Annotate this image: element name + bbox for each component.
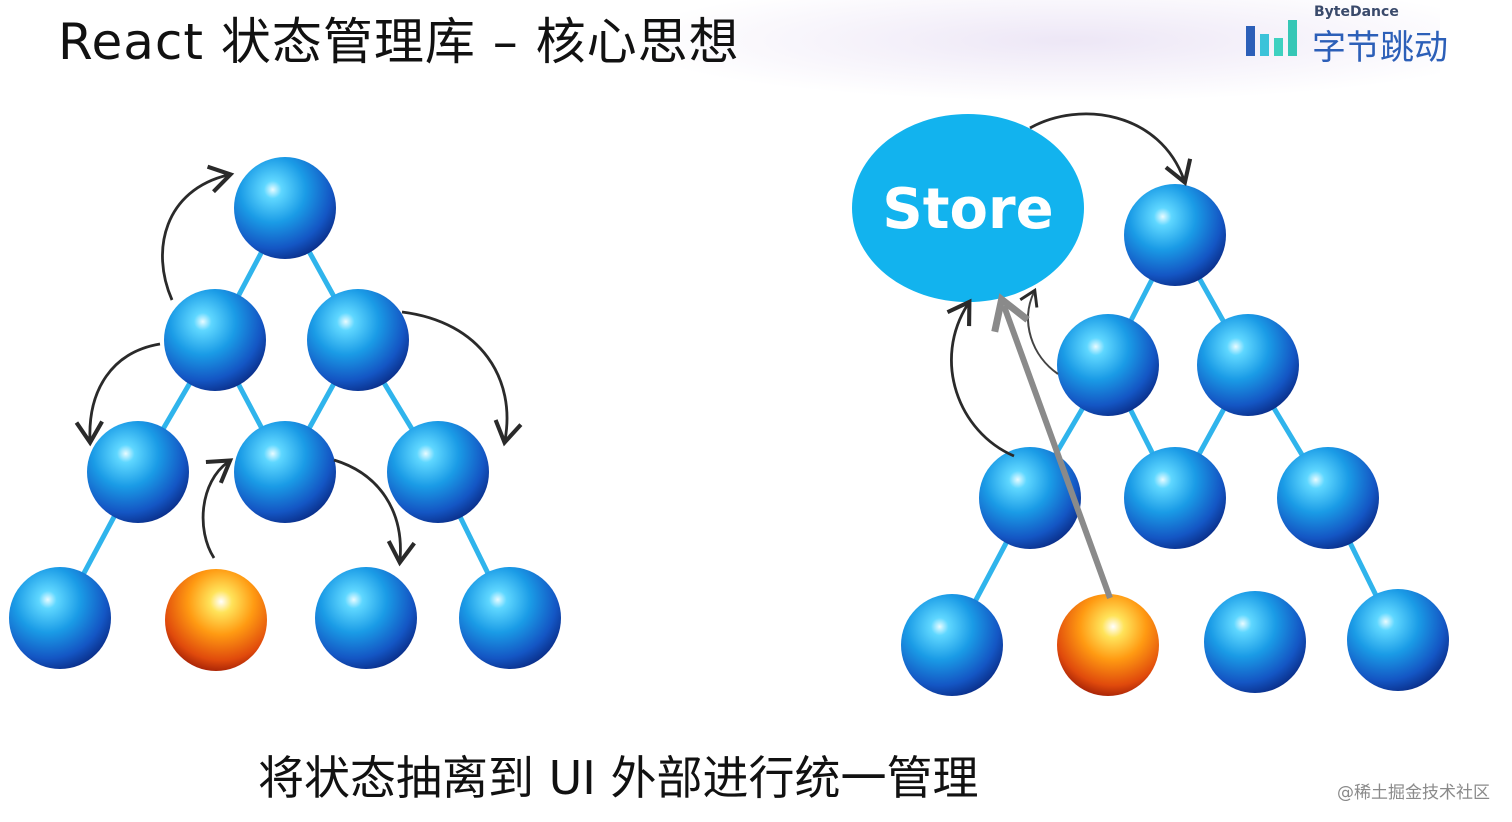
right-tree-edges: [949, 233, 1401, 647]
slide-caption: 将状态抽离到 UI 外部进行统一管理: [258, 751, 979, 805]
logo-text-cn: 字节跳动: [1312, 28, 1448, 68]
left-node-leaf-d: [459, 567, 561, 669]
header-decoration: [620, 0, 1440, 102]
bytedance-logo: ByteDance 字节跳动: [1244, 4, 1474, 68]
slide-title: React 状态管理库 – 核心思想: [58, 13, 740, 71]
left-node-leaf-a: [9, 567, 111, 669]
left-node-leaf-c: [315, 567, 417, 669]
logo-text-en: ByteDance: [1314, 4, 1399, 20]
store-node: [852, 114, 1084, 302]
right-node-leaf-d: [1347, 589, 1449, 691]
watermark: @稀土掘金技术社区: [1337, 783, 1490, 803]
left-arrow-to-leaf: [333, 458, 416, 567]
right-node-l2-b: [1197, 314, 1299, 416]
left-node-state-source: [165, 569, 267, 671]
bytedance-logo-icon: [1246, 20, 1297, 56]
left-arrow-up-from-state: [201, 458, 234, 559]
node-to-store-arrow: [946, 298, 1015, 458]
node-to-store-arrow-2: [1019, 287, 1059, 375]
left-node-l3-c: [387, 421, 489, 523]
left-tree-edges: [57, 206, 513, 620]
right-node-l2-a: [1057, 314, 1159, 416]
left-node-l2-b: [307, 289, 409, 391]
left-node-l3-b: [234, 421, 336, 523]
right-store-arrows: [946, 112, 1193, 600]
left-node-root: [234, 157, 336, 259]
store-to-root-arrow: [1029, 112, 1193, 187]
left-arrow-down-right: [401, 310, 523, 447]
right-node-state-source: [1057, 594, 1159, 696]
left-component-tree: [9, 157, 561, 671]
right-node-l3-b: [1124, 447, 1226, 549]
right-node-l3-a: [979, 447, 1081, 549]
store-label: Store: [882, 177, 1053, 242]
state-to-store-arrow: [991, 293, 1113, 600]
right-node-l3-c: [1277, 447, 1379, 549]
right-node-root: [1124, 184, 1226, 286]
left-node-l2-a: [164, 289, 266, 391]
right-component-tree: Store: [852, 112, 1449, 696]
left-arrow-down-left: [74, 342, 161, 447]
left-node-l3-a: [87, 421, 189, 523]
right-node-leaf-a: [901, 594, 1003, 696]
left-arrow-up-to-root: [161, 164, 235, 301]
right-node-leaf-c: [1204, 591, 1306, 693]
left-prop-arrows: [74, 164, 523, 567]
state-management-diagram: Store: [9, 112, 1449, 696]
